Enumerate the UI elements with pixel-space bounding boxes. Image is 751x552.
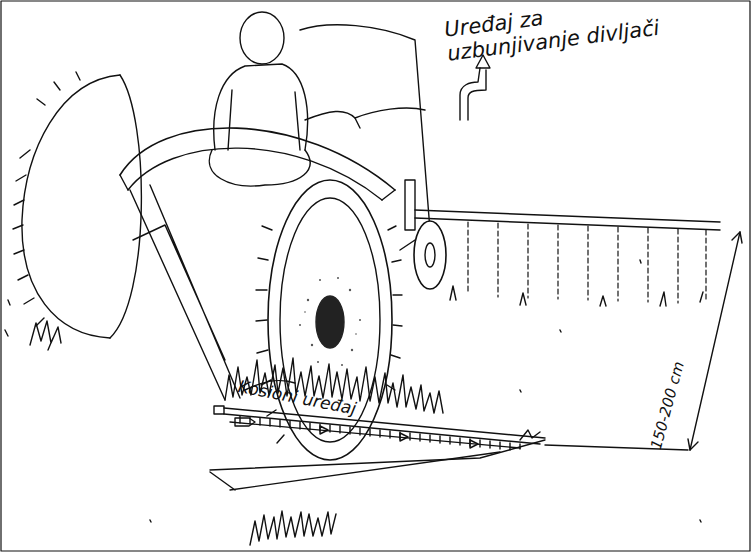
dimension-label: 150-200 cm	[648, 312, 701, 452]
part-label: Uređaj za uzbunjivanje divljači	[443, 0, 672, 66]
